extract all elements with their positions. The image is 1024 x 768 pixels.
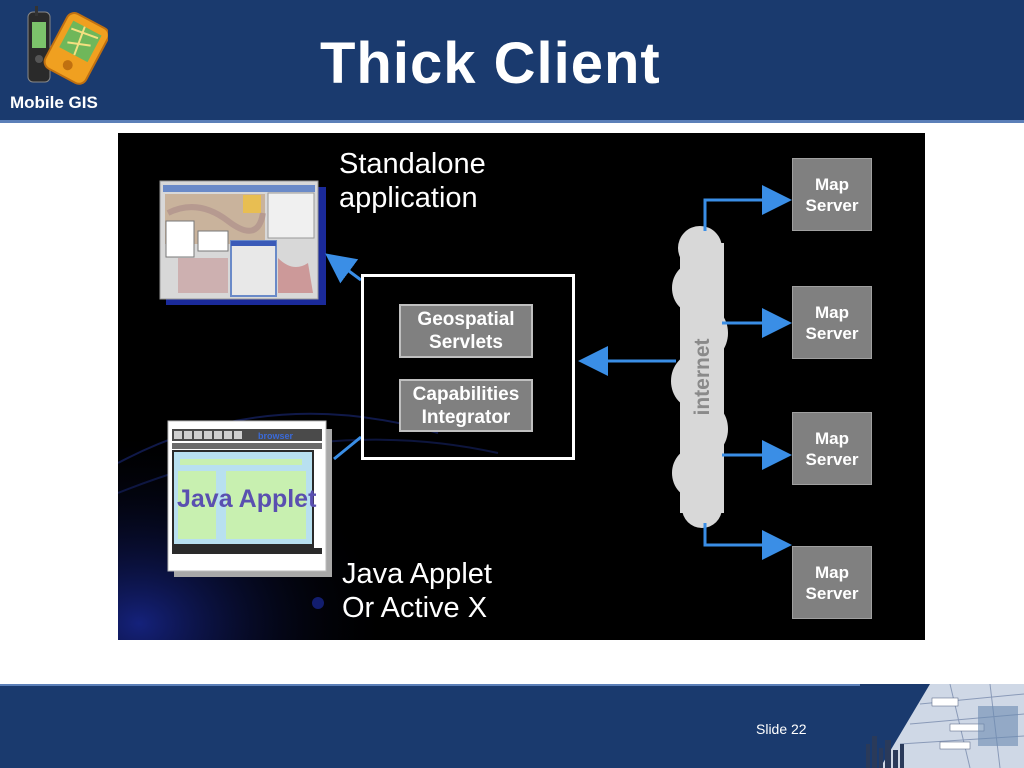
map-server-1-line2: Server [805,195,859,215]
standalone-label-line2: application [339,182,478,214]
integrator-line1: Capabilities [412,383,520,405]
map-server-2-line2: Server [805,323,859,343]
integrator-line2: Integrator [421,406,511,428]
map-server-3-line1: Map [815,428,849,448]
applet-label-line2: Or Active X [342,592,488,624]
standalone-app-screenshot [159,180,326,305]
map-server-3-line2: Server [805,449,859,469]
map-server-2-line1: Map [815,302,849,322]
map-server-1-line1: Map [815,174,849,194]
thick-client-box [361,274,575,460]
slide-number: Slide 22 [756,721,807,737]
slide-title: Thick Client [320,31,661,96]
header-divider [0,120,1024,123]
internet-label: internet [691,338,714,416]
city-map-decoration [860,684,1024,768]
header-bar [0,0,1024,120]
diagram-graphics: browser [118,180,792,640]
arrow-to-applet [333,435,362,461]
internet-cloud [671,226,728,528]
gps-device-icon [27,6,108,85]
logo-label: Mobile GIS [10,93,98,112]
svg-text:browser: browser [258,431,294,441]
map-server-4-line1: Map [815,562,849,582]
architecture-diagram: browser [118,133,925,640]
arrow-to-standalone [325,253,362,284]
servlets-line1: Geospatial [417,309,515,330]
map-server-4-line2: Server [805,583,859,603]
applet-label-line1: Java Applet [342,558,492,590]
servlets-line2: Servlets [429,332,503,353]
applet-screen-text: Java Applet [177,485,317,513]
java-applet-screenshot: browser [167,420,332,577]
footer-bar [0,684,1024,768]
server-connections [703,185,792,560]
standalone-label-line1: Standalone [339,148,486,180]
footer-divider [0,684,1024,686]
